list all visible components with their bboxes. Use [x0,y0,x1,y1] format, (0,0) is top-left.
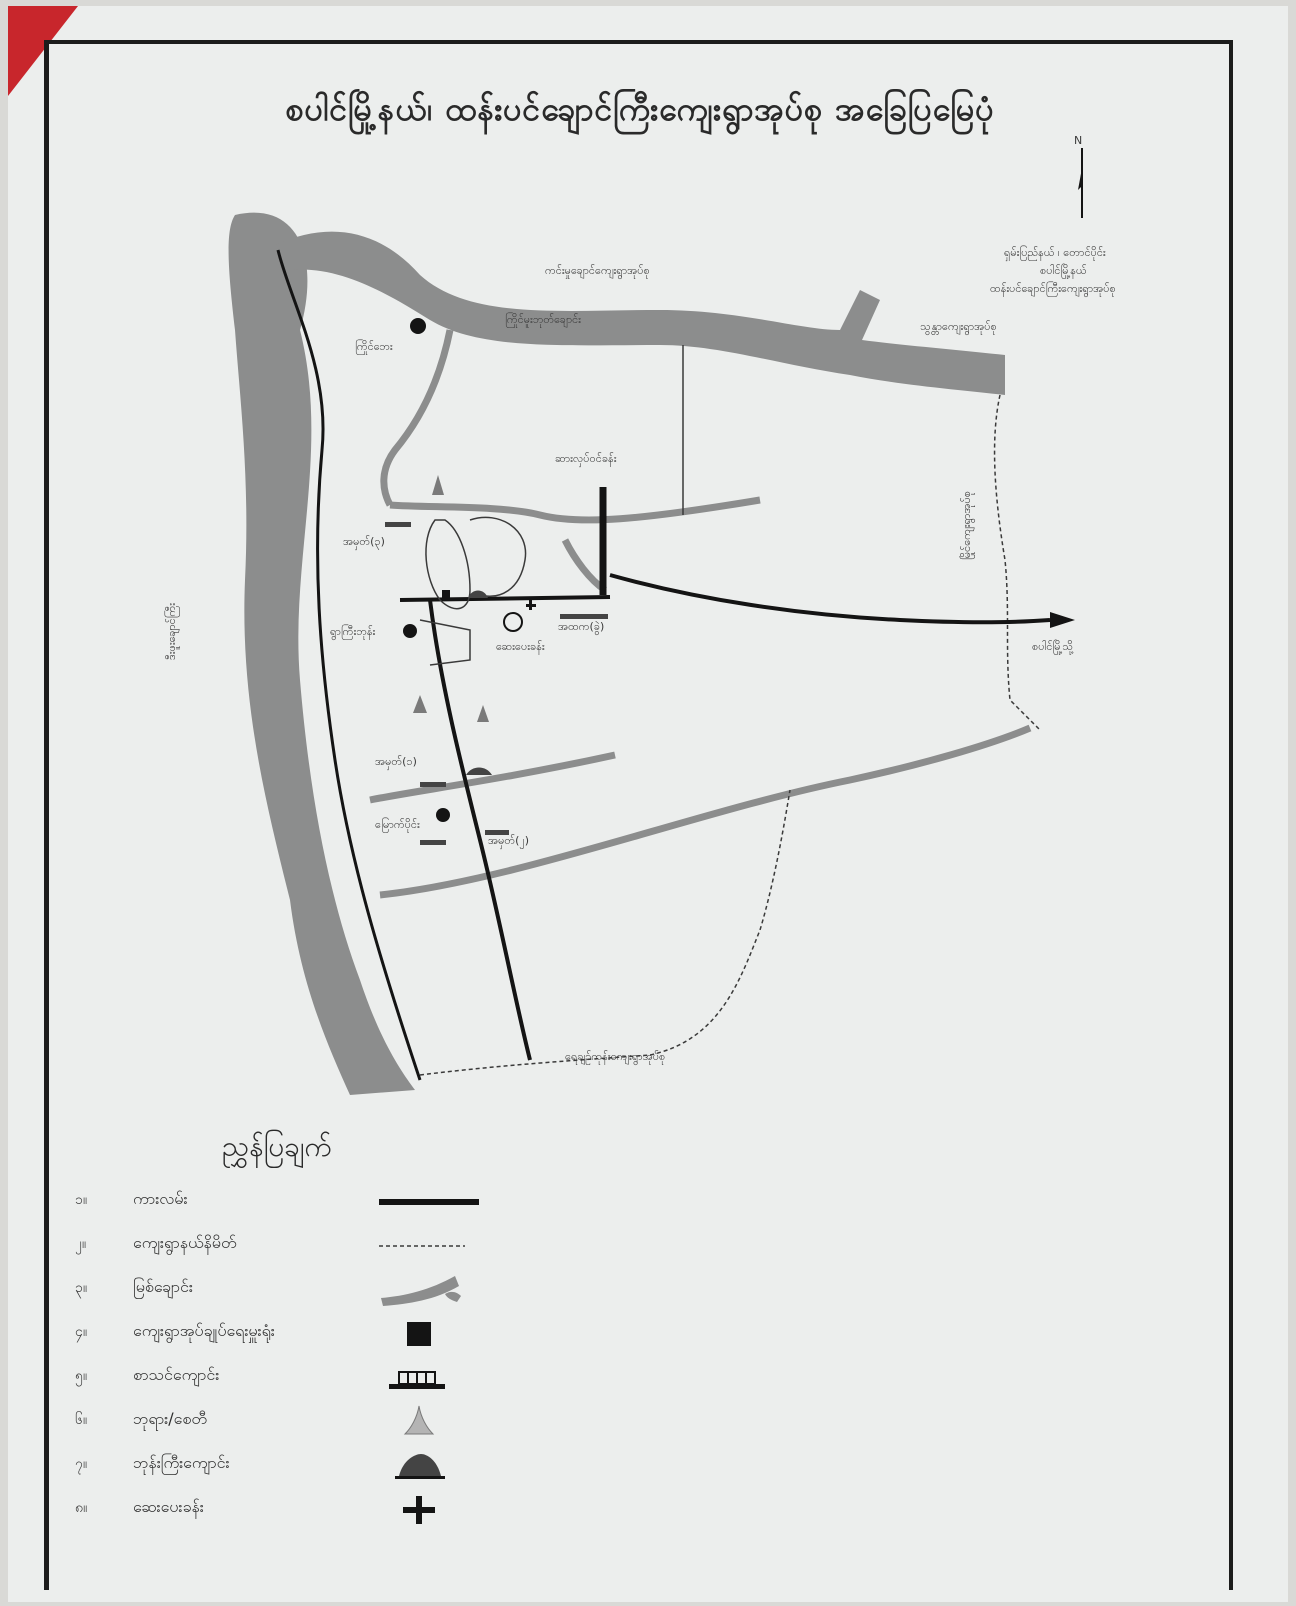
boundary-symbol-icon [379,1245,465,1247]
stream-1 [380,329,454,507]
legend-row-river: ၃။ မြစ်ချောင်း [75,1270,495,1314]
legend-num: ၂။ [75,1236,87,1252]
east-boundary [993,394,1041,731]
village-center-label: ရွာကြီးဘုန်း [330,625,376,638]
pagoda-icon [477,705,489,722]
star-circle-icon [503,612,523,632]
legend-row-boundary: ၂။ ကျေးရွာနယ်နိမိတ် [75,1226,495,1270]
school-east-label: အထက(ခွဲ) [558,620,605,633]
monastery-icon [466,767,492,775]
legend-row-office: ၄။ ကျေးရွာအုပ်ချုပ်ရေးမှူးရုံး [75,1314,495,1358]
south-boundary [419,789,791,1076]
school-icon [560,614,608,619]
west-boundary-line [276,249,422,1081]
legend-num: ၄။ [75,1324,88,1340]
school-symbol-icon [389,1371,445,1389]
legend-num: ၆။ [75,1412,88,1428]
legend-label: ဘုန်းကြီးကျောင်း [133,1453,230,1472]
main-road-ns [428,599,532,1061]
village-road-loop-2 [469,516,527,597]
map-title: စပါင်မြို့နယ်၊ ထန်းပင်ချောင်ကြီးကျေးရွာအ… [285,90,995,128]
map-frame [44,40,1233,1590]
legend-num: ၅။ [75,1368,88,1384]
pagoda-symbol-icon [403,1405,435,1435]
legend-row-road: ၁။ ကားလမ်း [75,1182,495,1226]
ne-boundary-label: သွန္တာကျေးရွာအုပ်စု [920,320,997,333]
pagoda-icon [413,695,427,713]
legend-label: ဆေးပေးခန်း [133,1497,204,1516]
office-square [442,590,450,598]
legend-label: မြစ်ချောင်း [133,1277,193,1296]
legend-row-clinic: ၈။ ဆေးပေးခန်း [75,1490,495,1534]
road-symbol-icon [379,1199,479,1205]
clinic-symbol-icon [403,1496,435,1524]
legend-label: ကျေးရွာနယ်နိမိတ် [133,1233,237,1252]
north-label: N [1074,134,1083,147]
legend-num: ၇။ [75,1456,88,1472]
legend-label: ဘုရား/စေတီ [133,1409,207,1428]
stream-3 [369,751,616,804]
legend-label: စာသင်ကျောင်း [133,1365,220,1384]
legend-row-pagoda: ၆။ ဘုရား/စေတီ [75,1402,495,1446]
clinic-icon [526,600,536,610]
top-right-note: ရှမ်းပြည်နယ် ၊ တောင်ပိုင်း [1004,246,1106,259]
legend-row-monastery: ၇။ ဘုန်းကြီးကျောင်း [75,1446,495,1490]
legend-title: ညွှန်ပြချက် [222,1130,332,1163]
top-right-note-3: ထန်းပင်ချောင်ကြီးကျေးရွာအုပ်စု [990,282,1116,295]
legend-num: ၃။ [75,1280,88,1296]
clinic-label: ဆေးပေးခန်း [496,640,545,653]
junction-label: ဆားလှပ်ဝင်ခန်း [555,452,617,465]
west-boundary-label: ဒီးဖူးချောင်ကြီး [165,602,178,660]
south-boundary-label: ရေချဉ်ကုန်းကျေးရွာအုပ်စု [565,1050,666,1063]
school-icon [485,830,509,835]
office-symbol-icon [407,1322,431,1346]
legend-label: ကားလမ်း [133,1189,188,1208]
to-town-label: စပါင်မြို့သို့ [1032,640,1073,653]
legend-num: ၈။ [75,1500,88,1516]
north-river [275,231,1005,395]
legend-row-school: ၅။ စာသင်ကျောင်း [75,1358,495,1402]
east-boundary-label: မြိုင်ကျေးရွာအုပ်စု [960,491,973,560]
school-3-label: အမှတ်(၃) [343,535,385,548]
village-center-dot [403,624,417,638]
village-road-loop-1 [425,519,471,610]
school-1-label: အမှတ်(၁) [375,755,417,768]
river-symbol-icon [381,1276,461,1306]
pagoda-icon [432,475,444,495]
north-arrow-head [1078,168,1082,190]
legend: ၁။ ကားလမ်း ၂။ ကျေးရွာနယ်နိမိတ် ၃။ မြစ်ချ… [75,1182,495,1534]
red-corner-tab [8,6,78,96]
school-icon [385,522,411,527]
river-north-label: ကြိုင်မူးဘုတ်ချောင်း [505,313,581,326]
village-nw-label: ကြိုင်ဘေး [355,340,393,353]
stream-4 [379,724,1032,899]
stream-2 [389,496,761,524]
monastery-icon [468,590,488,598]
village-road-loop-3 [419,619,471,666]
main-road-ew [399,595,611,602]
school-icon [420,840,446,845]
village-office-nw-dot [410,318,426,334]
north-boundary-label: ကင်းမှုချောင်ကျေးရွာအုပ်စု [545,264,650,277]
school-2-label: အမှတ်(၂) [488,834,530,847]
top-right-note-2: စပါင်မြို့နယ် [1040,264,1087,277]
to-town-arrow [1050,612,1075,628]
main-road-east [609,573,1051,625]
monastery-symbol-icon [395,1454,445,1479]
map-sheet [8,6,1288,1602]
legend-label: ကျေးရွာအုပ်ချုပ်ရေးမှူးရုံး [133,1321,275,1340]
village-sw-label: မြောက်ပိုင်း [375,818,420,831]
school-icon [420,782,446,787]
village-sw-dot [436,808,450,822]
stream-5 [561,538,608,593]
west-river [228,212,415,1096]
legend-num: ၁။ [75,1192,88,1208]
